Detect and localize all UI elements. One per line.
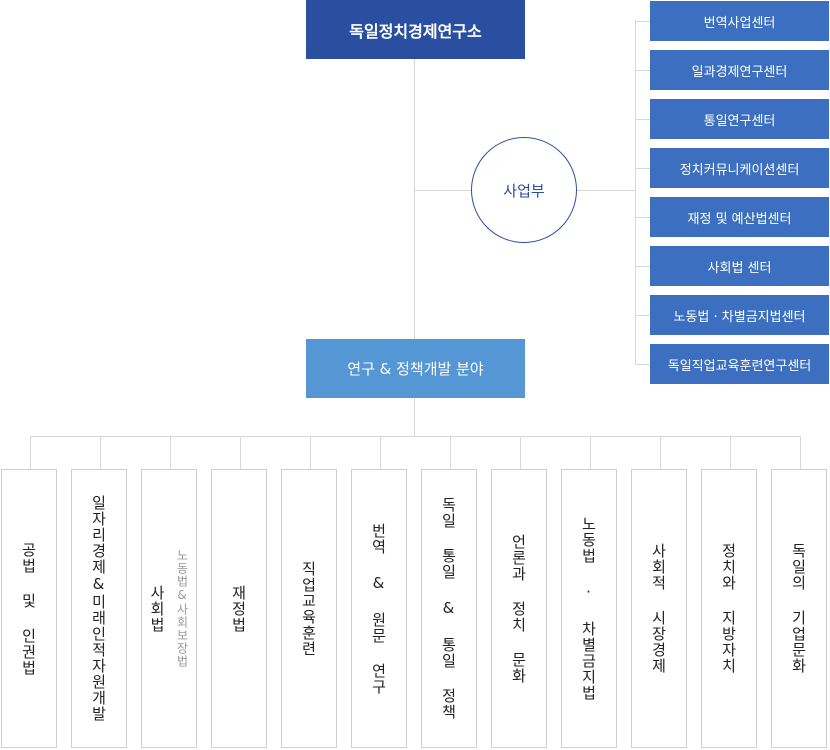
center-box: 번역사업센터 (650, 1, 829, 41)
research-field-box: 독일 통일 & 통일 정책 (421, 469, 477, 748)
centers-vertical-line (635, 20, 636, 364)
field-connector (30, 436, 31, 469)
field-connector (310, 436, 311, 469)
research-field-box: 사회적 시장경제 (631, 469, 687, 748)
institute-title-box: 독일정치경제연구소 (306, 0, 525, 59)
center-box: 통일연구센터 (650, 99, 829, 139)
research-field-box: 독일의 기업문화 (771, 469, 827, 748)
center-box: 독일직업교육훈련연구센터 (650, 344, 829, 384)
center-label: 일과경제연구센터 (691, 64, 788, 80)
research-field-name: 일자리경제&미래인적자원개발 (89, 495, 108, 722)
center-connector (635, 266, 650, 267)
field-connector (730, 436, 731, 469)
center-box: 노동법 · 차별금지법센터 (650, 295, 829, 335)
research-field-name: 재정법 (229, 584, 248, 633)
center-connector (635, 168, 650, 169)
center-label: 번역사업센터 (703, 15, 776, 31)
research-field-name: 번역 & 원문 연구 (369, 522, 388, 695)
center-box: 정치커뮤니케이션센터 (650, 148, 829, 188)
center-connector (635, 70, 650, 71)
research-field-name: 사회법 (148, 584, 166, 633)
research-area-box: 연구 & 정책개발 분야 (306, 339, 525, 398)
research-field-box: 공법 및 인권법 (1, 469, 57, 748)
research-field-box: 번역 & 원문 연구 (351, 469, 407, 748)
center-box: 일과경제연구센터 (650, 50, 829, 90)
center-box: 재정 및 예산법센터 (650, 197, 829, 237)
research-field-name: 사회적 시장경제 (649, 543, 668, 674)
research-field-box: 직업교육훈련 (281, 469, 337, 748)
field-connector (100, 436, 101, 469)
research-field-name: 공법 및 인권법 (19, 541, 38, 676)
center-connector (635, 315, 650, 316)
research-area-label: 연구 & 정책개발 분야 (347, 360, 484, 378)
research-field-box: 정치와 지방자치 (701, 469, 757, 748)
field-connector (590, 436, 591, 469)
research-vertical-line (414, 398, 415, 436)
research-horizontal-line (30, 436, 801, 437)
institute-title: 독일정치경제연구소 (349, 21, 482, 41)
main-vertical-line (414, 59, 415, 339)
research-field-box: 사회법 노동법&사회보장법 (141, 469, 197, 748)
research-field-name: 노동법 · 차별금지법 (579, 516, 598, 701)
research-field-subtitle: 노동법&사회보장법 (175, 549, 189, 668)
research-field-name: 독일의 기업문화 (789, 543, 808, 674)
research-field-box: 노동법 · 차별금지법 (561, 469, 617, 748)
field-connector (450, 436, 451, 469)
center-connector (635, 21, 650, 22)
center-box: 사회법 센터 (650, 246, 829, 286)
field-connector (520, 436, 521, 469)
center-label: 노동법 · 차별금지법센터 (673, 309, 806, 325)
field-connector (380, 436, 381, 469)
center-label: 정치커뮤니케이션센터 (679, 162, 800, 178)
center-connector (635, 364, 650, 365)
research-field-name: 언론과 정치 문화 (509, 533, 528, 684)
business-division-circle: 사업부 (471, 137, 577, 243)
field-connector (170, 436, 171, 469)
research-field-box: 언론과 정치 문화 (491, 469, 547, 748)
center-label: 독일직업교육훈련연구센터 (667, 358, 812, 374)
field-connector (800, 436, 801, 469)
center-label: 재정 및 예산법센터 (687, 211, 792, 227)
research-field-name: 독일 통일 & 통일 정책 (439, 497, 458, 720)
business-division-label: 사업부 (503, 181, 545, 200)
field-connector (240, 436, 241, 469)
research-field-name: 정치와 지방자치 (719, 543, 738, 674)
research-field-name: 직업교육훈련 (299, 560, 318, 657)
center-label: 사회법 센터 (707, 260, 772, 276)
center-connector (635, 119, 650, 120)
center-label: 통일연구센터 (703, 113, 776, 129)
research-field-box: 일자리경제&미래인적자원개발 (71, 469, 127, 748)
center-connector (635, 217, 650, 218)
research-field-box: 재정법 (211, 469, 267, 748)
field-connector (660, 436, 661, 469)
